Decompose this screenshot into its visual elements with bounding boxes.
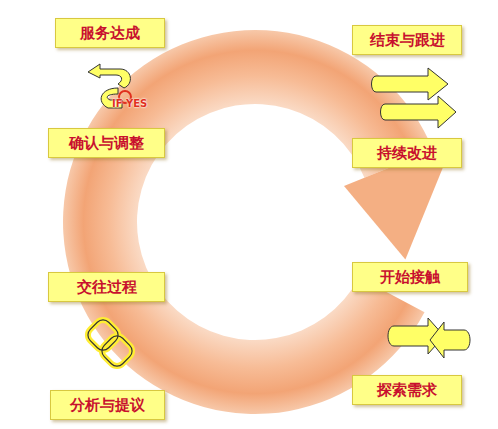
stage-label: 确认与调整	[69, 134, 144, 152]
stage-label: 结束与跟进	[370, 31, 445, 49]
stage-label: 开始接触	[380, 268, 440, 286]
cycle-arrow	[63, 30, 453, 414]
condition-label: IF YES	[112, 98, 147, 109]
stage-box: 交往过程	[48, 272, 165, 302]
stage-box: 服务达成	[55, 18, 165, 48]
meeting-arrows-icon	[388, 318, 470, 358]
stage-label: 服务达成	[80, 24, 140, 42]
stage-label: 持续改进	[377, 144, 437, 162]
stage-box: 开始接触	[352, 262, 468, 292]
chain-icon	[85, 317, 136, 370]
stage-box: 分析与提议	[50, 390, 165, 420]
stage-box: 确认与调整	[48, 128, 165, 158]
stage-label: 分析与提议	[70, 396, 145, 414]
stage-label: 探索需求	[377, 381, 437, 399]
stage-label: 交往过程	[77, 278, 137, 296]
stage-box: 持续改进	[352, 138, 462, 168]
forward-arrows-icon	[372, 68, 457, 128]
stage-box: 探索需求	[352, 375, 462, 405]
stage-box: 结束与跟进	[352, 25, 462, 55]
